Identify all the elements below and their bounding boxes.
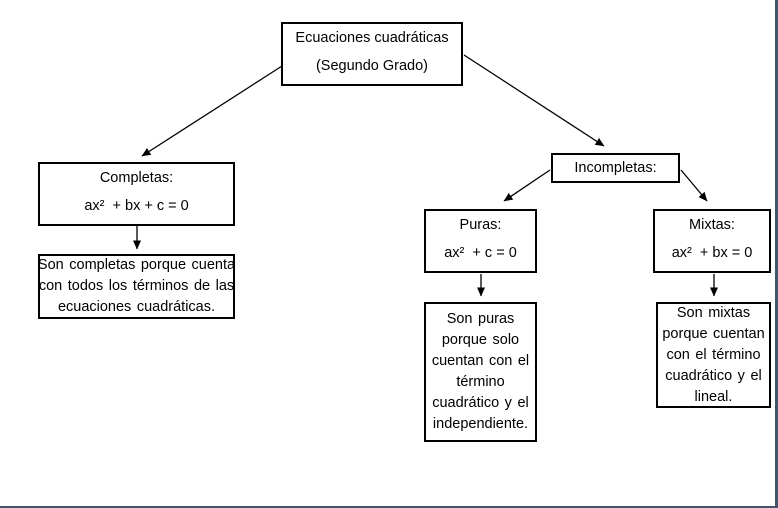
arrow-root-to-incompletas [463,54,605,147]
node-ecuaciones-cuadraticas: Ecuaciones cuadráticas (Segundo Grado) [281,22,463,86]
node-incompletas: Incompletas: [551,153,680,183]
completas-formula: ax² + bx + c = 0 [84,198,189,214]
completas-description-text: Son completas porque cuenta con todos lo… [37,257,236,315]
root-subtitle: (Segundo Grado) [315,58,429,74]
node-mixtas: Mixtas: ax² + bx = 0 [653,209,771,273]
puras-formula: ax² + c = 0 [444,245,517,261]
window-edge-right [775,0,778,508]
mixtas-description-text: Son mixtas porque cuentan con el término… [662,304,765,405]
mixtas-formula: ax² + bx = 0 [671,245,753,261]
incompletas-title: Incompletas: [574,159,657,176]
node-puras-description: Son puras porque solo cuentan con el tér… [424,302,537,442]
arrow-incompletas-to-mixtas [680,169,708,202]
node-completas: Completas: ax² + bx + c = 0 [38,162,235,226]
root-title: Ecuaciones cuadráticas [295,30,449,46]
arrow-root-to-completas [141,65,283,157]
node-puras: Puras: ax² + c = 0 [424,209,537,273]
puras-title: Puras: [459,217,502,233]
mixtas-title: Mixtas: [689,217,735,233]
node-completas-description: Son completas porque cuenta con todos lo… [38,254,235,319]
arrow-incompletas-to-puras [503,169,551,202]
completas-title: Completas: [99,170,174,186]
puras-description-text: Son puras porque solo cuentan con el tér… [431,311,530,432]
node-mixtas-description: Son mixtas porque cuentan con el término… [656,302,771,408]
window-edge-bottom [0,506,778,508]
